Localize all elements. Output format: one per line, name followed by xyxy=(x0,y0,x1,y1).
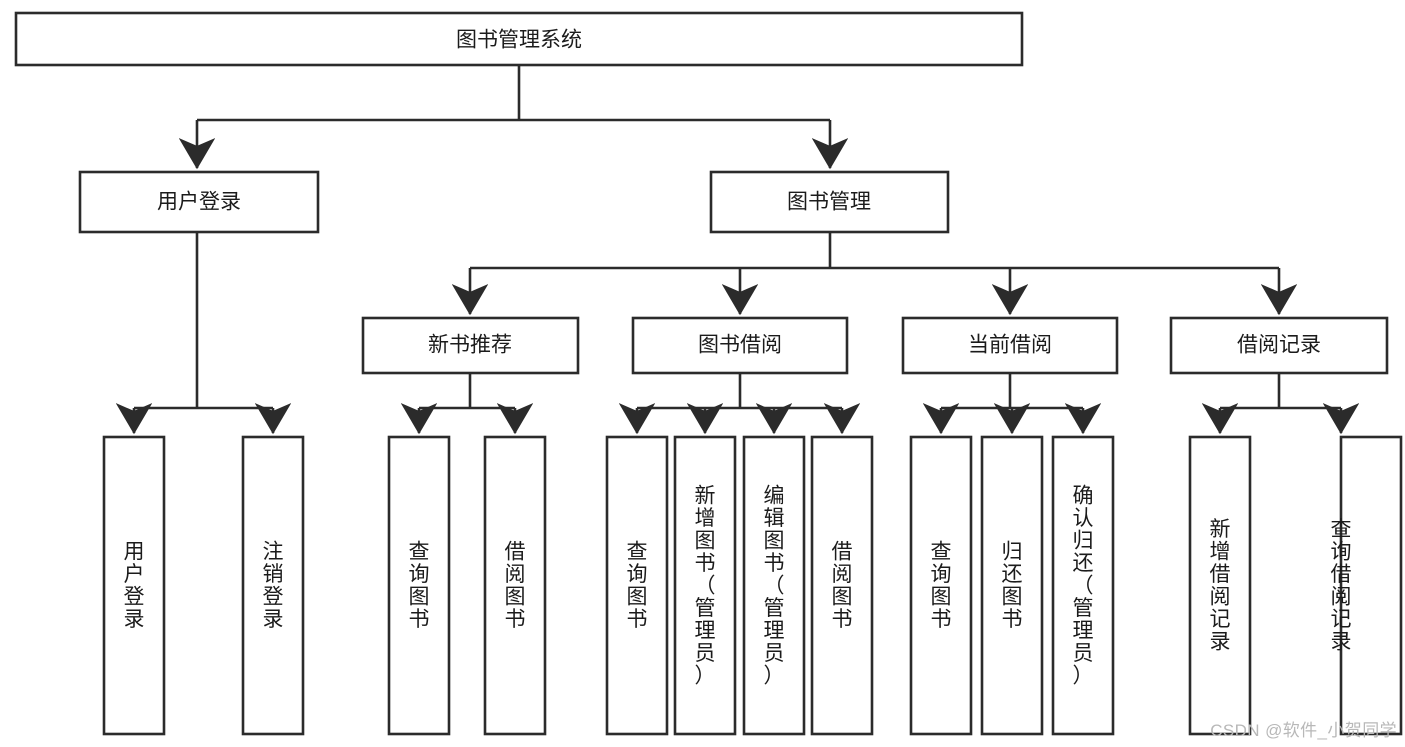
node-book-borrow-box[interactable] xyxy=(631,316,849,375)
node-leaf-edit-book-label: 编辑图书（管理员） xyxy=(764,484,785,687)
node-borrow-record-box[interactable] xyxy=(1169,316,1389,375)
node-book-manage[interactable]: 图书管理 xyxy=(709,170,950,234)
node-current-borrow[interactable]: 当前借阅 xyxy=(901,316,1119,375)
node-leaf-borrow-book-1-label: 借阅图书 xyxy=(505,541,526,632)
node-leaf-query-book-1-label: 查询图书 xyxy=(409,541,430,632)
node-leaf-query-record[interactable]: 查询借阅记录 xyxy=(1331,435,1403,736)
node-leaf-query-book-2-box[interactable] xyxy=(605,435,669,736)
node-leaf-query-record-label: 查询借阅记录 xyxy=(1331,518,1352,654)
node-leaf-user-login-label: 用户登录 xyxy=(124,541,145,632)
node-leaf-add-record[interactable]: 新增借阅记录 xyxy=(1188,435,1252,736)
node-leaf-add-book-label: 新增图书（管理员） xyxy=(695,484,716,687)
node-book-manage-label: 图书管理 xyxy=(787,191,871,214)
node-leaf-user-login-box[interactable] xyxy=(102,435,166,736)
node-leaf-query-book-3-label: 查询图书 xyxy=(931,541,952,632)
node-book-manage-box[interactable] xyxy=(709,170,950,234)
node-leaf-confirm-return-label: 确认归还（管理员） xyxy=(1073,484,1094,687)
node-root-system-label: 图书管理系统 xyxy=(456,29,582,52)
csdn-watermark: CSDN @软件_小贺同学 xyxy=(1210,721,1397,740)
node-leaf-query-record-box[interactable] xyxy=(1339,435,1403,736)
node-user-login[interactable]: 用户登录 xyxy=(78,170,320,234)
node-leaf-confirm-return[interactable]: 确认归还（管理员） xyxy=(1051,435,1115,736)
node-borrow-record[interactable]: 借阅记录 xyxy=(1169,316,1389,375)
node-leaf-add-book-box[interactable] xyxy=(673,435,737,736)
node-user-login-box[interactable] xyxy=(78,170,320,234)
node-leaf-query-book-1-box[interactable] xyxy=(387,435,451,736)
node-borrow-record-label: 借阅记录 xyxy=(1237,334,1321,357)
node-leaf-borrow-book-2[interactable]: 借阅图书 xyxy=(810,435,874,736)
node-leaf-query-book-3-box[interactable] xyxy=(909,435,973,736)
node-root-system[interactable]: 图书管理系统 xyxy=(14,11,1024,67)
node-current-borrow-label: 当前借阅 xyxy=(968,334,1052,357)
node-leaf-edit-book[interactable]: 编辑图书（管理员） xyxy=(742,435,806,736)
node-leaf-query-book-2-label: 查询图书 xyxy=(627,541,648,632)
node-root-system-box[interactable] xyxy=(14,11,1024,67)
node-leaf-return-book-label: 归还图书 xyxy=(1002,541,1023,632)
node-leaf-borrow-book-1[interactable]: 借阅图书 xyxy=(483,435,547,736)
node-leaf-add-record-box[interactable] xyxy=(1188,435,1252,736)
node-book-borrow[interactable]: 图书借阅 xyxy=(631,316,849,375)
node-leaf-borrow-book-2-label: 借阅图书 xyxy=(832,541,853,632)
node-book-borrow-label: 图书借阅 xyxy=(698,334,782,357)
connector-layer xyxy=(115,65,1360,435)
node-leaf-logout[interactable]: 注销登录 xyxy=(241,435,305,736)
node-current-borrow-box[interactable] xyxy=(901,316,1119,375)
node-leaf-return-book[interactable]: 归还图书 xyxy=(980,435,1044,736)
node-leaf-query-book-1[interactable]: 查询图书 xyxy=(387,435,451,736)
node-leaf-user-login[interactable]: 用户登录 xyxy=(102,435,166,736)
leaf-layer: 用户登录 注销登录 查询图书 借阅图书 查询图书 新增图书（管理员） xyxy=(102,435,1403,736)
node-leaf-query-book-3[interactable]: 查询图书 xyxy=(909,435,973,736)
node-leaf-borrow-book-1-box[interactable] xyxy=(483,435,547,736)
node-leaf-add-record-label: 新增借阅记录 xyxy=(1210,518,1231,654)
node-leaf-logout-box[interactable] xyxy=(241,435,305,736)
node-leaf-query-book-2[interactable]: 查询图书 xyxy=(605,435,669,736)
node-leaf-add-book[interactable]: 新增图书（管理员） xyxy=(673,435,737,736)
node-new-book-recommend-box[interactable] xyxy=(361,316,580,375)
node-leaf-edit-book-box[interactable] xyxy=(742,435,806,736)
node-leaf-confirm-return-box[interactable] xyxy=(1051,435,1115,736)
node-leaf-logout-label: 注销登录 xyxy=(263,541,284,632)
node-new-book-recommend[interactable]: 新书推荐 xyxy=(361,316,580,375)
node-leaf-borrow-book-2-box[interactable] xyxy=(810,435,874,736)
node-leaf-return-book-box[interactable] xyxy=(980,435,1044,736)
node-new-book-recommend-label: 新书推荐 xyxy=(428,334,512,357)
node-user-login-label: 用户登录 xyxy=(157,191,241,214)
